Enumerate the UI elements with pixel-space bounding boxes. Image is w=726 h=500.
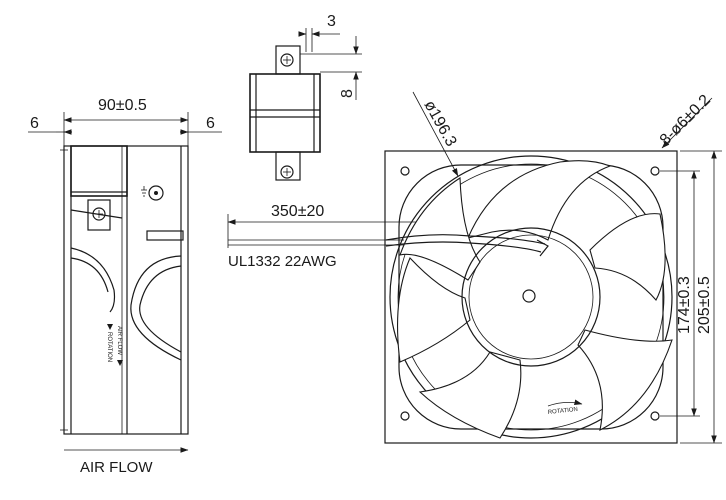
terminal-height-dimension: 8 [339, 89, 356, 98]
triangle-arrow-icon [117, 360, 123, 366]
cable-length-dimension: 350±20 [271, 203, 324, 220]
mount-holes-dimension: 8-ø6±0.2 [657, 92, 714, 149]
side-rotation-label: ROTATION [106, 332, 112, 362]
frame-size-dimension: 205±0.5 [696, 276, 713, 334]
depth-dimension: 90±0.5 [98, 97, 147, 114]
hole-spacing-dimension: 174±0.3 [676, 276, 693, 334]
side-air-flow-label: AIR FLOW [116, 326, 122, 355]
side-view: 90±0.5 6 6 [28, 97, 222, 476]
triangle-arrow-icon [107, 324, 113, 330]
left-guard-dimension: 6 [30, 115, 39, 132]
curved-arrow-icon [547, 399, 583, 407]
cable: 350±20 UL1332 22AWG [227, 203, 418, 270]
front-view: ROTATION ø196.3 8-ø6±0.2 174±0.3 205±0.5 [384, 92, 722, 444]
air-flow-label: AIR FLOW [80, 459, 153, 476]
cable-spec-label: UL1332 22AWG [228, 253, 337, 270]
terminal-width-dimension: 3 [327, 13, 336, 30]
ground-symbol-icon [141, 185, 164, 201]
front-rotation-label: ROTATION [548, 407, 579, 416]
right-guard-dimension: 6 [206, 115, 215, 132]
terminal-view: 3 8 [249, 13, 362, 181]
